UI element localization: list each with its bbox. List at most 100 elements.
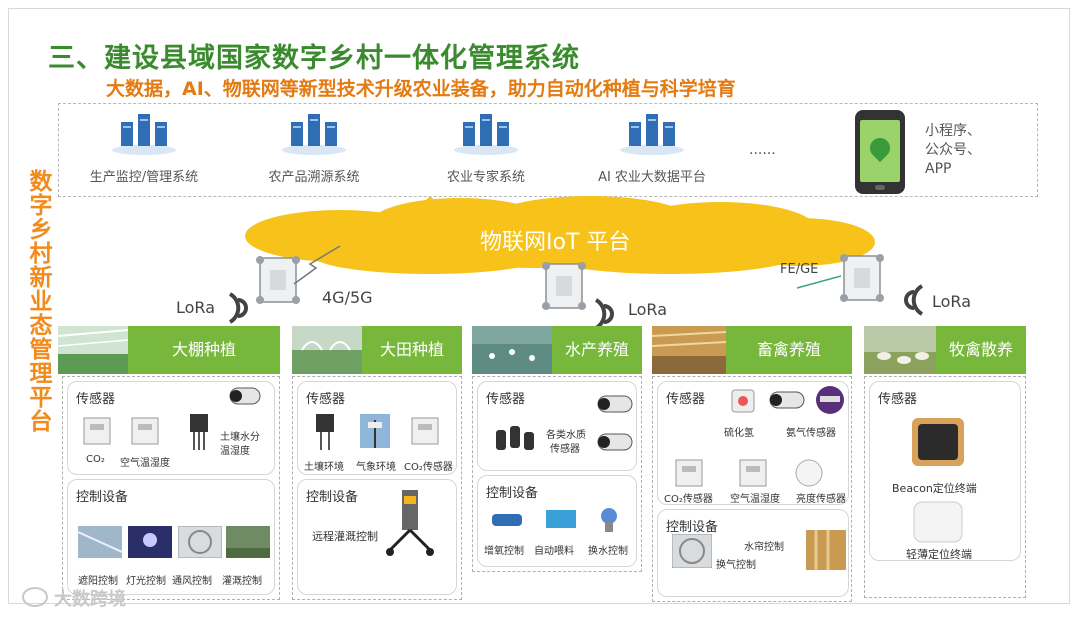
device-panel: 传感器 CO₂ 空气温湿度 土壤水分 温湿度 控制设备 遮阳控制 灯光控制 通风… [62,376,280,600]
camera-icon [226,384,270,410]
sensor-group-title: 传感器 [878,388,917,407]
server-cluster-icon [451,110,521,156]
control-label: 通风控制 [172,572,212,587]
free-range-photo [864,326,936,374]
app-channel-label: 小程序、 [925,122,981,141]
remote-irrigation-valve-icon [382,486,438,558]
watermark-text: 大数跨境 [54,589,126,610]
control-group: 控制设备 增氧控制 自动喂料 换水控制 [477,475,637,567]
app-channels: 小程序、 公众号、 APP [925,122,981,179]
page-title: 三、建设县域国家数字乡村一体化管理系统 [48,36,580,75]
control-label: 换气控制 [716,556,756,571]
column-title: 大棚种植 [128,326,280,374]
sensor-label: 空气温湿度 [730,490,780,505]
control-label: 灌溉控制 [222,572,262,587]
server-cluster-icon [279,110,349,156]
camera-icon [596,430,636,456]
cellular-label: 4G/5G [322,288,373,307]
smartphone-icon [855,110,905,194]
gateway-device-icon [838,250,886,306]
control-group-title: 控制设备 [76,486,128,505]
column-title: 牧禽散养 [936,326,1026,374]
sensor-label: 温湿度 [220,442,250,457]
device-panel: 传感器 土壤环境 气象环境 CO₂传感器 控制设备 远程灌溉控制 [292,376,462,600]
control-label: 自动喂料 [534,542,574,557]
server-cluster-icon [109,110,179,156]
device-panel: 传感器 硫化氢 氨气传感器 CO₂传感器 空气温湿度 亮度传感器 控制设备 水帘… [652,376,852,602]
sensor-label: 空气温湿度 [120,454,170,469]
sensor-group: 传感器 硫化氢 氨气传感器 CO₂传感器 空气温湿度 亮度传感器 [657,381,849,505]
sensor-group: 传感器 Beacon定位终端 轻薄定位终端 [869,381,1021,561]
water-valve-icon [594,504,624,534]
control-group-title: 控制设备 [486,482,538,501]
more-systems-ellipsis: ...... [749,142,776,158]
camera-icon [596,392,636,418]
control-group: 控制设备 远程灌溉控制 [297,479,457,595]
exhaust-fan-icon [672,534,712,568]
camera-icon [766,388,810,414]
water-quality-probe-icon [492,420,540,454]
iot-platform-label: 物联网IoT 平台 [480,224,630,256]
sensor-label: CO₂传感器 [664,490,713,505]
lora-label: LoRa [932,292,971,311]
beacon-terminal-icon [908,414,968,470]
lora-label: LoRa [176,298,215,317]
system-label: 农业专家系统 [411,166,561,185]
sensor-label: 硫化氢 [724,424,754,439]
column-title: 水产养殖 [552,326,642,374]
column-title: 畜禽养殖 [726,326,852,374]
column-title: 大田种植 [362,326,462,374]
weather-station-icon [360,414,390,448]
sensor-label: 传感器 [550,440,580,455]
thin-locator-terminal-icon [910,500,966,544]
watermark: 大数跨境 [22,585,126,611]
lighting-control-photo [128,526,172,558]
aerator-icon [488,506,528,532]
column-header: 畜禽养殖 [652,326,852,374]
control-label: 水帘控制 [744,538,784,553]
sensor-group-title: 传感器 [306,388,345,407]
soil-sensor-icon [312,412,338,452]
control-group: 控制设备 水帘控制 换气控制 [657,509,849,597]
control-group-title: 控制设备 [666,516,718,535]
sensor-label: 亮度传感器 [796,490,846,505]
light-sensor-icon [794,458,824,488]
soil-moisture-probe-icon [186,412,212,452]
app-channel-label: APP [925,160,981,179]
sensor-group: 传感器 各类水质 传感器 [477,381,637,471]
server-cluster-icon [617,110,687,156]
application-layer: 生产监控/管理系统 农产品溯源系统 农业专家系统 AI 农业大数据平台 ....… [58,103,1038,197]
sensor-group-title: 传感器 [486,388,525,407]
control-group: 控制设备 遮阳控制 灯光控制 通风控制 灌溉控制 [67,479,275,595]
livestock-barn-photo [652,326,726,374]
lora-label: LoRa [628,300,667,319]
open-field-photo [292,326,362,374]
sensor-label: 气象环境 [356,458,396,473]
auto-feeder-icon [542,506,582,532]
app-channel-label: 公众号、 [925,141,981,160]
side-label: 数字乡村新业态管理平台 [28,170,54,434]
system-production-monitoring: 生产监控/管理系统 [69,110,219,185]
ventilation-control-photo [178,526,222,558]
ammonia-sensor-icon [814,384,846,416]
sensor-group: 传感器 CO₂ 空气温湿度 土壤水分 温湿度 [67,381,275,475]
system-label: 生产监控/管理系统 [69,166,219,185]
control-label: 灯光控制 [126,572,166,587]
aquaculture-photo [472,326,552,374]
sensor-label: 土壤环境 [304,458,344,473]
wireless-signal-icon [898,282,928,318]
gateway-device-icon [540,258,588,314]
sensor-label: 土壤水分 [220,428,260,443]
co2-sensor-icon [82,416,112,446]
device-panel: 传感器 Beacon定位终端 轻薄定位终端 [864,376,1026,598]
system-label: AI 农业大数据平台 [577,166,727,185]
sensor-label: CO₂ [86,454,105,465]
column-header: 牧禽散养 [864,326,1026,374]
sensor-label: 氨气传感器 [786,424,836,439]
control-label: 增氧控制 [484,542,524,557]
column-header: 大田种植 [292,326,462,374]
sensor-group-title: 传感器 [76,388,115,407]
watermark-logo-icon [22,587,48,607]
control-group-title: 控制设备 [306,486,358,505]
sensor-group: 传感器 土壤环境 气象环境 CO₂传感器 [297,381,457,475]
